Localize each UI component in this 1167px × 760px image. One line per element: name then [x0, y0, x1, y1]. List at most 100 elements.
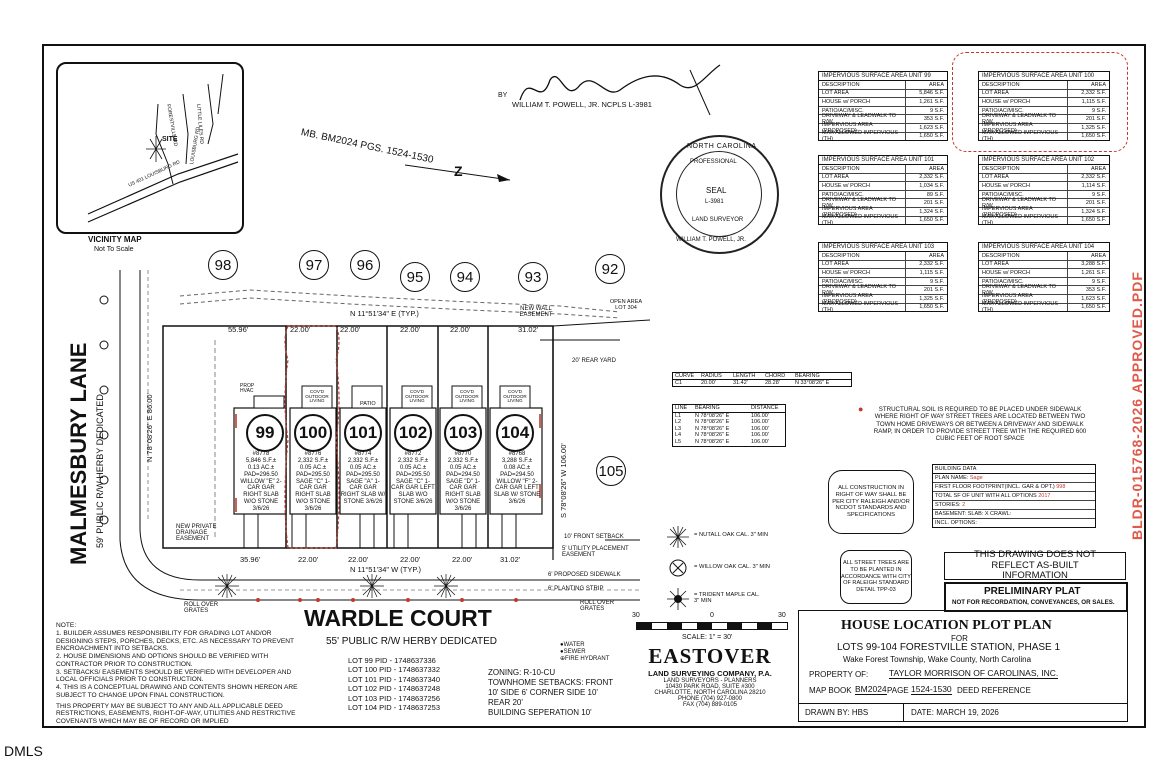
scale-bar: 30 0 30 SCALE: 1" = 30' [632, 612, 792, 646]
preliminary-plat-box: PRELIMINARY PLAT NOT FOR RECORDATION, CO… [944, 582, 1128, 612]
table-row: PLAN NAME: Sage [933, 474, 1095, 483]
top-dim-101: 22.00' [340, 325, 361, 334]
seal-professional: PROFESSIONAL [690, 159, 737, 165]
table-title: IMPERVIOUS SURFACE AREA UNIT 102 [979, 156, 1109, 165]
covd-label-102: COV'D OUTDOOR LIVING [405, 389, 429, 404]
impervious-table-104: IMPERVIOUS SURFACE AREA UNIT 104 DESCRIP… [978, 242, 1110, 313]
top-dim-100: 22.00' [290, 325, 311, 334]
bottom-dim-103: 22.00' [452, 555, 473, 564]
curve-table: CURVE RADIUS LENGTH CHORD BEARING C1 20.… [672, 372, 852, 387]
lot-circle-103: 103 [444, 414, 482, 452]
new-wall-label: NEW WALL EASEMENT [519, 306, 553, 318]
sidewalk-label: 6' PROPOSED SIDEWALK [548, 572, 621, 578]
table-title: IMPERVIOUS SURFACE AREA UNIT 99 [819, 72, 947, 81]
seal-name: WILLIAM T. POWELL, JR. [676, 237, 746, 243]
top-dim-104: 31.02' [518, 325, 539, 334]
red-dot-icon: ● [858, 404, 864, 414]
preliminary-plat-subtitle: NOT FOR RECORDATION, CONVEYANCES, OR SAL… [952, 599, 1115, 606]
malmesbury-lane-row: 59' PUBLIC R/W HERBY DEDICATED [95, 394, 105, 548]
table-title: IMPERVIOUS SURFACE AREA UNIT 100 [979, 72, 1109, 81]
street-tree-note: ALL STREET TREES ARE TO BE PLANTED IN AC… [840, 550, 912, 604]
top-dim-103: 22.00' [450, 325, 471, 334]
lot-circle-99: 99 [246, 414, 284, 452]
seal-license: L-3981 [705, 199, 724, 205]
structural-soil-note: ● STRUCTURAL SOIL IS REQUIRED TO BE PLAC… [858, 404, 1087, 443]
covd-label-100: COV'D OUTDOOR LIVING [305, 389, 329, 404]
bottom-bearing: N 11°51'34" W (TYP.) [350, 565, 422, 574]
wardle-court-row: 55' PUBLIC R/W HERBY DEDICATED [326, 636, 498, 647]
surveyor-name: WILLIAM T. POWELL, JR. NCPLS L-3981 [512, 100, 652, 109]
lot-circle-92: 92 [595, 254, 625, 284]
unit-100-highlight [952, 52, 1128, 152]
dmls-logo: DMLS [4, 743, 43, 759]
front-setback-label: 10' FRONT SETBACK [564, 534, 624, 540]
general-notes: NOTE: 1. BUILDER ASSUMES RESPONSIBILITY … [56, 622, 298, 726]
sewer-icon: ● [560, 649, 564, 656]
prop-hvac-label: PROP HVAC [240, 383, 255, 394]
building-data-table: BUILDING DATA PLAN NAME: Sage FIRST FLOO… [932, 464, 1096, 528]
zoning-info: ZONING: R-10-CU TOWNHOME SETBACKS: FRONT… [488, 668, 614, 717]
impervious-table-100: IMPERVIOUS SURFACE AREA UNIT 100 DESCRIP… [978, 71, 1110, 142]
signature-by: BY [498, 92, 508, 99]
lot-circle-97: 97 [299, 250, 329, 280]
table-title: IMPERVIOUS SURFACE AREA UNIT 101 [819, 156, 947, 165]
north-arrow-letter: Z [454, 163, 463, 179]
impervious-table-99: IMPERVIOUS SURFACE AREA UNIT 99 DESCRIPT… [818, 71, 948, 142]
fire-hydrant-icon: ⊕ [560, 656, 566, 663]
vicinity-title: VICINITY MAP [88, 235, 142, 244]
lot-circle-95: 95 [400, 262, 430, 292]
lot-circle-100: 100 [294, 414, 332, 452]
drainage-label: NEW PRIVATE DRAINAGE EASEMENT [176, 524, 217, 542]
table-title: IMPERVIOUS SURFACE AREA UNIT 103 [819, 243, 947, 252]
vicinity-site-label: SITE [162, 136, 178, 143]
vicinity-scale: Not To Scale [94, 246, 134, 253]
bottom-dim-101: 22.00' [348, 555, 369, 564]
trident-maple-icon [667, 588, 689, 610]
covd-label-103: COV'D OUTDOOR LIVING [455, 389, 479, 404]
company-block: EASTOVER LAND SURVEYING COMPANY, P.A. LA… [622, 644, 798, 708]
north-arrow-icon [405, 164, 511, 182]
surveyor-signature [519, 64, 721, 116]
table-row: STORIES: 2 [933, 501, 1095, 510]
seal-state: NORTH CAROLINA [687, 143, 757, 150]
tree-legend: = NUTALL OAK CAL. 3" MIN = WILLOW OAK CA… [666, 525, 836, 615]
table-title: IMPERVIOUS SURFACE AREA UNIT 104 [979, 243, 1109, 252]
impervious-table-103: IMPERVIOUS SURFACE AREA UNIT 103 DESCRIP… [818, 242, 948, 313]
lot-circle-105: 105 [596, 456, 626, 486]
open-area-label: OPEN AREA LOT 304 [609, 299, 643, 311]
rear-yard-label: 20' REAR YARD [572, 358, 616, 364]
covd-label-104: COV'D OUTDOOR LIVING [503, 389, 527, 404]
seal-land-surveyor: LAND SURVEYOR [692, 217, 744, 223]
lot-circle-102: 102 [394, 414, 432, 452]
top-dim-102: 22.00' [400, 325, 421, 334]
left-bearing: N 78°08'26" E 86.00' [145, 393, 154, 462]
company-name: EASTOVER [648, 644, 772, 668]
malmesbury-lane-label: MALMESBURY LANE [66, 342, 91, 565]
bottom-dim-102: 22.00' [400, 555, 421, 564]
trident-maple-label: = TRIDENT MAPLE CAL. 3" MIN [694, 592, 760, 604]
table-row: FIRST FLOOR FOOTPRINT(INCL. GAR & OPT.) … [933, 483, 1095, 492]
seal-inner-ring [676, 151, 762, 237]
drawing-frame [42, 44, 1146, 728]
rollover-left-label: ROLL OVER GRATES [184, 602, 219, 614]
bottom-dim-104: 31.02' [500, 555, 521, 564]
pid-list: LOT 99 PID - 1748637336 LOT 100 PID - 17… [348, 656, 441, 712]
surveyor-seal: NORTH CAROLINA PROFESSIONAL SEAL L-3981 … [660, 135, 779, 254]
willow-oak-label: = WILLOW OAK CAL. 3" MIN [694, 564, 770, 570]
utility-easement-label: 5' UTILITY PLACEMENT EASEMENT [562, 546, 629, 558]
nutall-oak-label: = NUTALL OAK CAL. 3" MIN [694, 532, 769, 538]
impervious-table-102: IMPERVIOUS SURFACE AREA UNIT 102 DESCRIP… [978, 155, 1110, 226]
asbuilt-note: THIS DRAWING DOES NOT REFLECT AS-BUILT I… [944, 549, 1126, 581]
planting-strip-label: 6' PLANTING STRIP [548, 586, 604, 592]
table-row: C1 20.00' 31.42' 28.28' N 33°08'26" E [675, 380, 830, 386]
patio-label: PATIO [360, 401, 376, 407]
